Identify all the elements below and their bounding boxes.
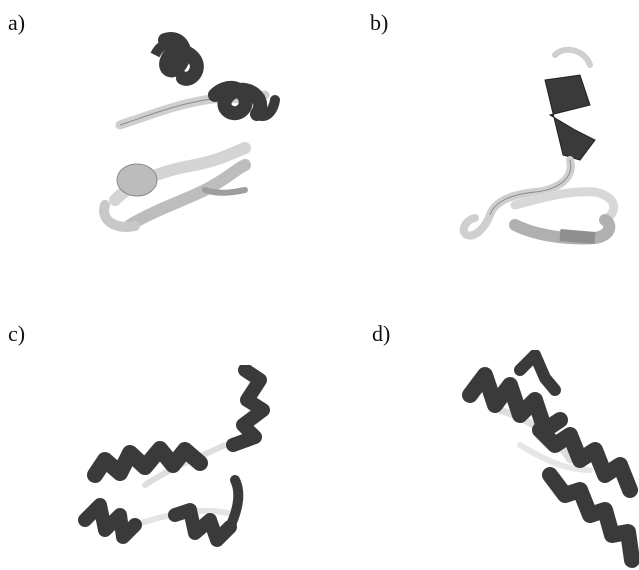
protein-ribbon-d <box>462 350 639 568</box>
panel-label-b: b) <box>370 10 389 35</box>
panel-label-c: c) <box>8 321 26 346</box>
panel-label-a: a) <box>8 10 26 35</box>
protein-ribbon-a <box>99 32 280 232</box>
protein-ribbon-b <box>459 46 619 245</box>
panel-label-d: d) <box>372 321 391 346</box>
protein-ribbon-c <box>78 365 270 547</box>
